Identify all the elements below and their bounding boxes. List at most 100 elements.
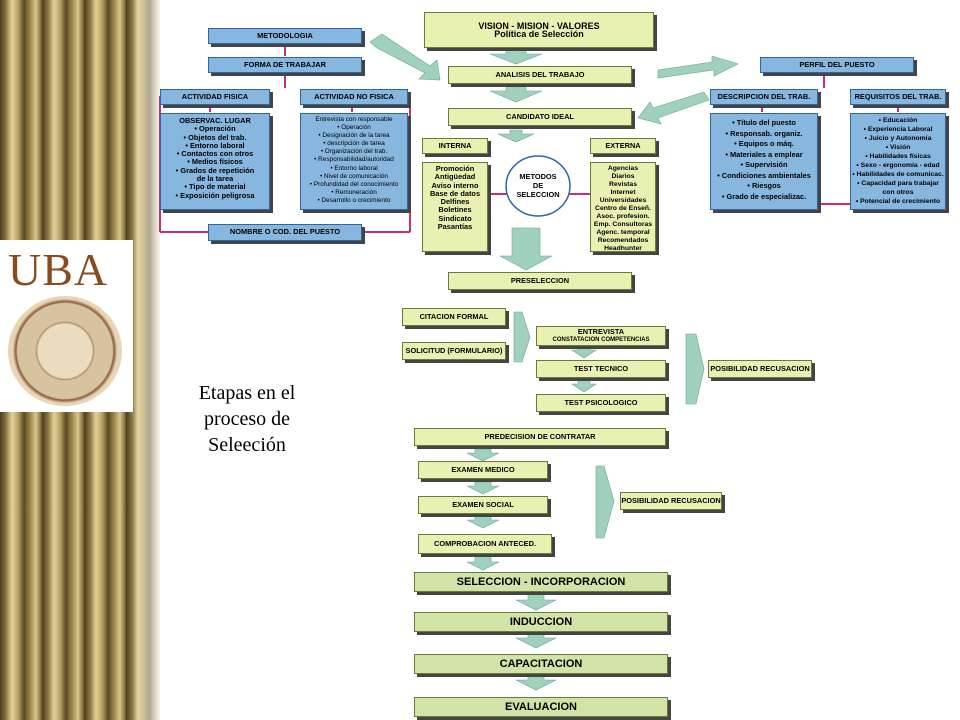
arrow-comprobacion-down — [466, 555, 500, 571]
arrow-tecnico-down — [571, 379, 597, 393]
caption-line-2: proceso de — [203, 408, 291, 430]
interna-list-line: Pasantías — [437, 222, 473, 232]
externa-list-line: Diarios — [611, 173, 635, 180]
entrevista-list-line: • Responsabilidad/autoridad — [314, 156, 394, 164]
externa-list-line: Headhunter — [604, 245, 642, 252]
arrow-candidato-down — [497, 129, 535, 143]
solicitud-box: SOLICITUD (FORMULARIO) — [402, 342, 506, 360]
observac-line: • Exposición peligrosa — [175, 190, 255, 200]
descripcion-list-line: • Responsab. organiz. — [725, 128, 803, 138]
citacion-box: CITACION FORMAL — [402, 308, 506, 326]
interna-list-line: Antigüedad — [434, 172, 476, 182]
observac-line: • Grados de repetición — [175, 165, 255, 175]
comprobacion-box: COMPROBACION ANTECED. — [418, 534, 552, 554]
university-seal — [8, 296, 122, 406]
perfil-box: PERFIL DEL PUESTO — [760, 57, 914, 73]
metodos-ellipse — [505, 155, 571, 217]
descripcion-list-line: • Condiciones ambientales — [717, 170, 811, 180]
requisitos-list-line: • Visión — [885, 144, 911, 151]
entrevista-title: ENTREVISTA — [577, 327, 625, 337]
observac-line: • Tipo de material — [184, 182, 246, 192]
actividad-no-fisica-box: ACTIVIDAD NO FISICA — [300, 89, 408, 105]
arrow-citacion-solicitud — [513, 311, 531, 363]
examen-medico-box: EXAMEN MEDICO — [418, 461, 548, 479]
requisitos-list-line: • Capacidad para trabajar — [857, 180, 939, 187]
entrevista-list-line: • Desarrollo o crecimiento — [317, 196, 391, 204]
metodos-label: METODOS DE SELECCION — [506, 172, 570, 199]
observac-line: • Entorno laboral — [185, 140, 245, 150]
arrow-metodologia-to-analisis — [369, 33, 441, 81]
forma-box: FORMA DE TRABAJAR — [208, 57, 362, 73]
entrevista-list-line: • Designación de la tarea — [318, 132, 390, 140]
entrevista-list-line: • Organización del trab. — [320, 148, 388, 156]
descripcion-list-line: • Materiales a emplear — [725, 149, 803, 159]
caption-line-3: Seleeción — [208, 434, 286, 456]
requisitos-list-line: • Juicio y Autonomía — [864, 135, 932, 142]
entrevista-list-line: • Operación — [337, 124, 371, 132]
arrow-to-recusacion-1 — [685, 333, 705, 405]
descripcion-list-line: • Equipos o máq. — [734, 139, 794, 148]
entrevista-list-box: Entrevista con responsable• Operación• D… — [300, 113, 408, 210]
vision-title: VISION - MISION - VALORES — [478, 20, 600, 31]
observac-line: • Objetos del trab. — [183, 132, 247, 142]
requisitos-box: REQUISITOS DEL TRAB. — [850, 89, 946, 105]
test-psicologico-box: TEST PSICOLOGICO — [536, 394, 666, 412]
posibilidad-recusacion-2: POSIBILIDAD RECUSACION — [620, 492, 722, 510]
evaluacion-box: EVALUACION — [414, 697, 668, 717]
arrow-analisis-down — [489, 85, 543, 103]
requisitos-list-box: • Educación• Experiencia Laboral• Juicio… — [850, 113, 946, 210]
requisitos-list-line: • Habilidades físicas — [865, 153, 931, 160]
requisitos-list-line: • Educación — [878, 117, 918, 124]
externa-list-line: Internet — [610, 189, 636, 196]
entrevista-list-line: • Remuneración — [331, 188, 377, 196]
vision-box: VISION - MISION - VALORES Política de Se… — [424, 12, 654, 48]
metodos-line-1: METODOS — [519, 172, 557, 181]
externa-list-line: Universidades — [599, 197, 647, 204]
metodologia-box: METODOLOGIA — [208, 28, 362, 44]
arrow-capacitacion-down — [515, 673, 557, 691]
arrow-analisis-to-perfil — [657, 55, 739, 79]
arrow-predecision-down — [466, 448, 500, 462]
externa-list-line: Centro de Enseñ. — [595, 205, 651, 212]
externa-list-line: Revistas — [609, 181, 637, 188]
examen-social-box: EXAMEN SOCIAL — [418, 496, 548, 514]
preseleccion-box: PRESELECCION — [448, 272, 632, 290]
analisis-box: ANALISIS DEL TRABAJO — [448, 66, 632, 84]
externa-list-line: Agencias — [607, 165, 639, 172]
interna-list-line: Aviso interno — [431, 180, 479, 190]
seleccion-incorporacion-box: SELECCION - INCORPORACION — [414, 572, 668, 592]
entrevista-list-line: Entrevista con responsable — [315, 116, 393, 123]
arrow-vision-down — [489, 47, 543, 65]
externa-list-line: Agenc. temporal — [596, 229, 650, 236]
descripcion-list-line: • Título del puesto — [732, 118, 796, 127]
observac-box: OBSERVAC. LUGAR• Operación• Objetos del … — [160, 113, 270, 210]
test-tecnico-box: TEST TECNICO — [536, 360, 666, 378]
requisitos-list-line: con otros — [882, 189, 914, 196]
nombre-puesto-box: NOMBRE O COD. DEL PUESTO — [208, 224, 362, 241]
candidato-box: CANDIDATO IDEAL — [448, 108, 632, 126]
metodos-line-2: DE — [532, 181, 544, 190]
descripcion-list-box: • Título del puesto• Responsab. organiz.… — [710, 113, 818, 210]
observac-line: OBSERVAC. LUGAR — [179, 116, 251, 125]
actividad-fisica-box: ACTIVIDAD FISICA — [160, 89, 270, 105]
externa-list-line: Emp. Consultoras — [593, 221, 653, 228]
arrow-social-down — [466, 515, 500, 529]
descripcion-box: DESCRIPCION DEL TRAB. — [710, 89, 818, 105]
externa-list-line: Asoc. profesion. — [596, 213, 650, 220]
interna-box: INTERNA — [422, 138, 488, 154]
arrow-to-recusacion-2 — [595, 465, 615, 539]
externa-box: EXTERNA — [590, 138, 656, 154]
entrevista-list-line: • Entorno laboral — [330, 164, 378, 172]
entrevista-subtitle: CONSTATACION COMPETENCIAS — [552, 336, 650, 343]
capacitacion-box: CAPACITACION — [414, 654, 668, 674]
uba-logo: UBA — [0, 240, 133, 412]
entrevista-list-line: • Nivel de comunicación — [320, 172, 388, 180]
arrow-medico-down — [466, 481, 500, 495]
arrow-induccion-down — [515, 631, 557, 649]
observac-line: • Contactos con otros — [176, 149, 254, 159]
entrevista-list-line: • descripción de tarea — [323, 140, 385, 148]
descripcion-list-line: • Grado de especializac. — [721, 191, 807, 201]
interna-list-line: Sindicato — [438, 213, 472, 223]
